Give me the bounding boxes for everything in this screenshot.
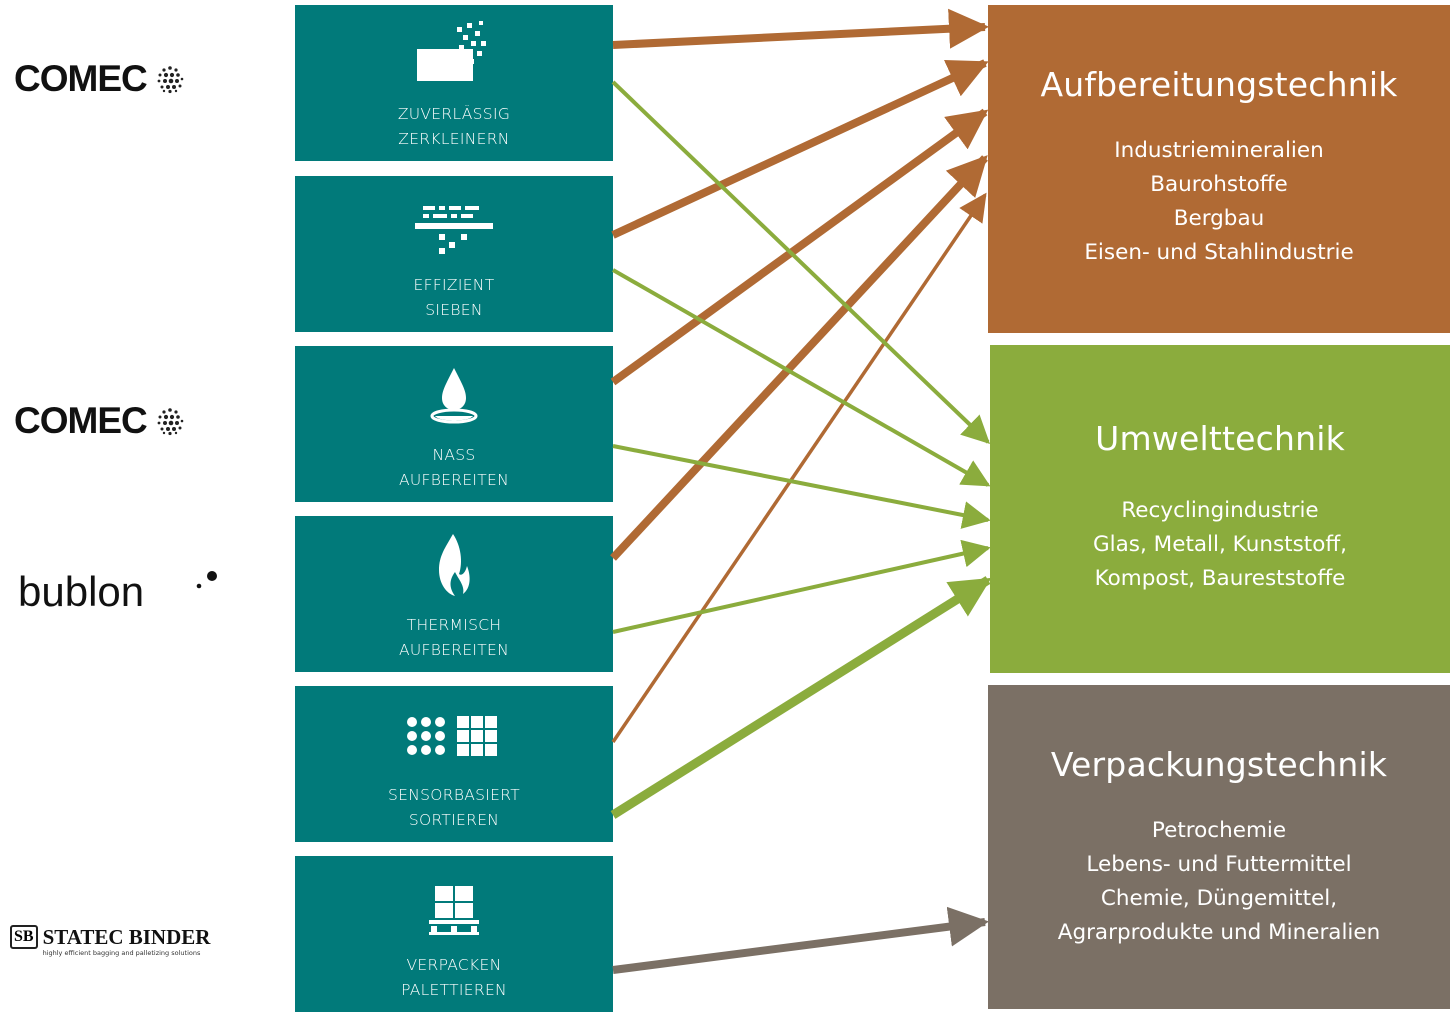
industry-box-umwelttechnik: Umwelttechnik Recyclingindustrie Glas, M…: [990, 345, 1450, 673]
arrow-nass-aufbereitung: [610, 108, 989, 386]
statec-wordmark: STATEC BINDER: [42, 925, 211, 949]
bublon-logo: bublon: [18, 568, 248, 616]
arrow-verpacken-verpackung: [612, 906, 989, 974]
crushing-icon: [295, 19, 613, 89]
industry-title: Verpackungstechnik: [1050, 745, 1388, 784]
arrow-zerkleinern-aufbereitung: [612, 8, 989, 49]
comec-wordmark: COMEC: [14, 58, 148, 99]
water-drop-icon: [295, 360, 613, 430]
sensor-grid-icon: [295, 700, 613, 770]
screening-icon: [295, 190, 613, 260]
comec-dots-icon: [157, 66, 184, 94]
industry-list: Petrochemie Lebens- und Futtermittel Che…: [1057, 818, 1381, 945]
flame-icon: [295, 530, 613, 600]
industry-list: Industriemineralien Baurohstoffe Bergbau…: [1084, 138, 1354, 265]
arrow-nass-umwelt: [612, 444, 991, 529]
comec-wordmark: COMEC: [14, 400, 148, 441]
industry-title: Aufbereitungstechnik: [1040, 65, 1398, 104]
statec-tagline: highly efficient bagging and palletizing…: [42, 949, 201, 957]
pallet-icon: [295, 870, 613, 940]
arrow-thermisch-aufbereitung: [610, 155, 988, 561]
comec-dots-icon: [157, 408, 184, 436]
industry-box-verpackungstechnik: Verpackungstechnik Petrochemie Lebens- u…: [988, 685, 1450, 1009]
bublon-wordmark: bublon: [18, 568, 145, 615]
statec-binder-logo: SB STATEC BINDER highly efficient baggin…: [10, 925, 240, 957]
comec-logo: COMEC: [14, 400, 244, 442]
arrow-zerkleinern-umwelt: [611, 80, 991, 444]
arrow-sieben-umwelt: [612, 268, 991, 487]
comec-logo: COMEC: [14, 58, 244, 100]
arrow-sieben-aufbereitung: [611, 59, 989, 239]
arrow-sensor-aufbereitung: [611, 192, 987, 743]
arrow-sensor-umwelt: [610, 576, 992, 819]
bublon-dots-icon: [196, 571, 217, 589]
statec-sb-mark: SB: [10, 925, 38, 949]
industry-list: Recyclingindustrie Glas, Metall, Kunstst…: [1092, 498, 1348, 591]
industry-title: Umwelttechnik: [1095, 419, 1345, 458]
industry-box-aufbereitungstechnik: Aufbereitungstechnik Industriemineralien…: [988, 5, 1450, 333]
arrow-thermisch-umwelt: [612, 539, 991, 634]
